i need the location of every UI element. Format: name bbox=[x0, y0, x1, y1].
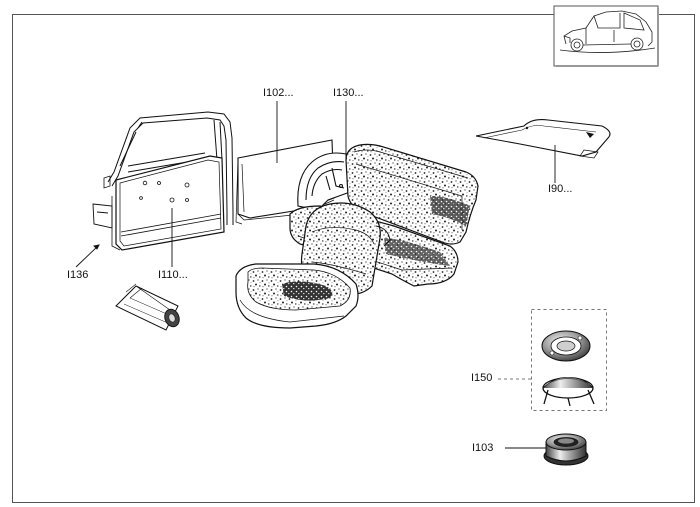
parcel-shelf[interactable] bbox=[475, 119, 611, 159]
trim-strip bbox=[92, 203, 113, 229]
i150-group-box bbox=[531, 309, 607, 411]
door-panel[interactable] bbox=[103, 155, 225, 251]
car-thumbnail[interactable] bbox=[553, 5, 659, 67]
door-frame-seal[interactable] bbox=[107, 111, 234, 225]
wheel-arch-panel[interactable] bbox=[297, 152, 351, 211]
callout-i130[interactable]: I130... bbox=[333, 87, 364, 99]
leader-i136 bbox=[75, 244, 100, 268]
escutcheon-spring-clip[interactable] bbox=[542, 377, 595, 407]
leader-lines bbox=[75, 101, 556, 449]
grommet[interactable] bbox=[543, 433, 589, 466]
carpet-roll[interactable] bbox=[115, 283, 182, 331]
callout-i150[interactable]: I150 bbox=[471, 372, 493, 384]
diagram-frame bbox=[12, 14, 695, 503]
callout-i103[interactable]: I103 bbox=[472, 442, 494, 454]
escutcheon-plate[interactable] bbox=[541, 330, 591, 362]
callout-i90[interactable]: I90... bbox=[548, 183, 573, 195]
rear-seat-backrest[interactable] bbox=[345, 143, 479, 245]
front-seat-cushion[interactable] bbox=[235, 263, 359, 329]
callout-i136[interactable]: I136 bbox=[67, 269, 89, 281]
callout-i102[interactable]: I102... bbox=[263, 87, 294, 99]
callout-i110[interactable]: I110... bbox=[158, 269, 188, 281]
leader-i136-arrow bbox=[93, 244, 100, 250]
